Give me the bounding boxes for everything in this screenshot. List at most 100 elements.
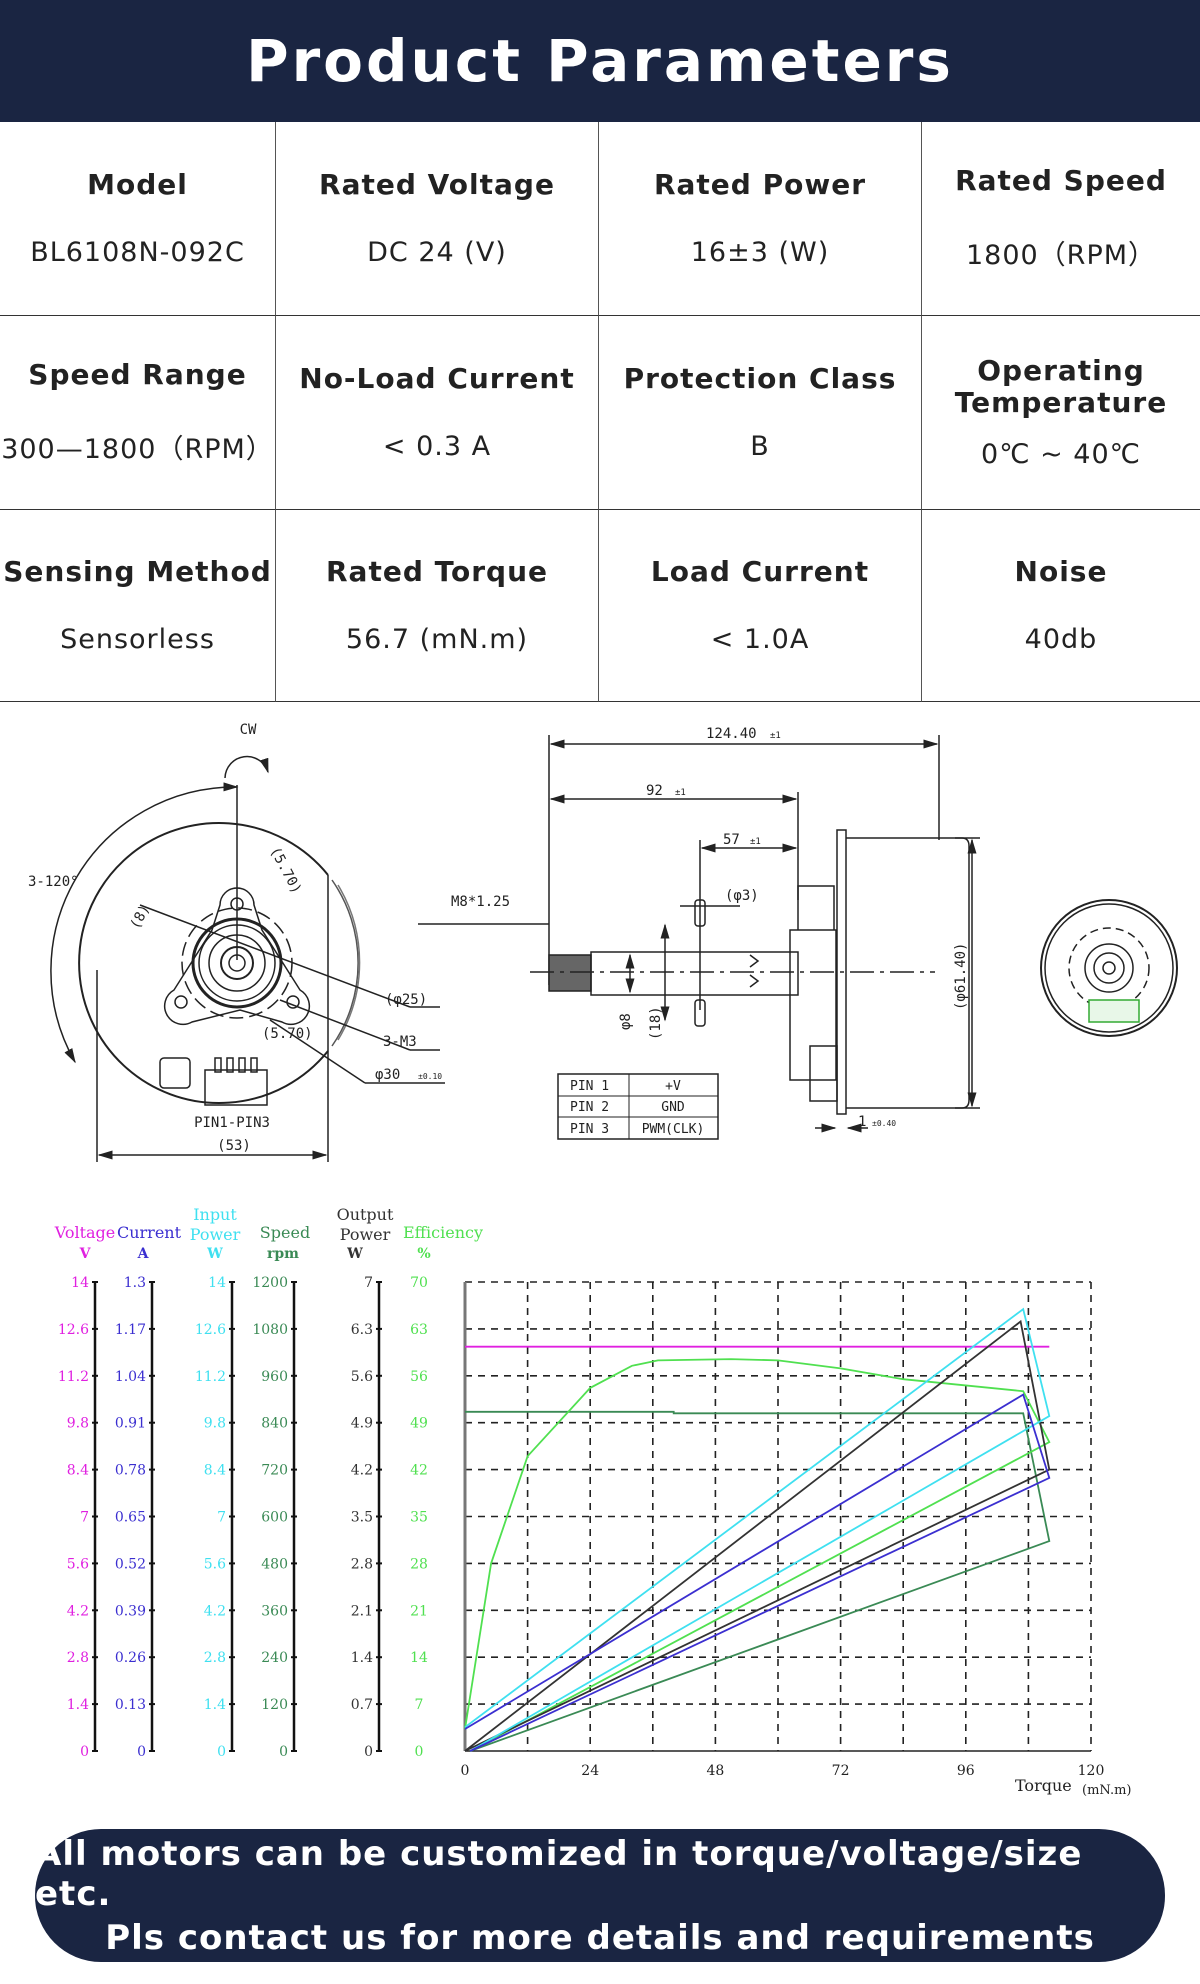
param-label: Model: [87, 167, 188, 201]
y-tick-label: 7: [217, 1510, 226, 1526]
param-label: Speed Range: [28, 357, 247, 391]
param-label: Rated Speed: [955, 163, 1167, 197]
banner-line-2: Pls contact us for more details and requ…: [105, 1917, 1095, 1958]
pin-3-label: PIN 3: [570, 1122, 609, 1137]
param-value: 56.7 (mN.m): [345, 624, 529, 656]
y-tick-label: 56: [410, 1369, 428, 1385]
total-length-tol: ±1: [770, 731, 781, 741]
y-tick-label: 0.52: [115, 1556, 146, 1572]
y-axis-title: Current: [117, 1223, 182, 1242]
param-value: 300—1800（RPM）: [1, 434, 274, 466]
y-tick-label: 1.3: [124, 1275, 146, 1291]
y-tick-label: 14: [208, 1275, 226, 1291]
y-tick-label: 2.8: [351, 1556, 373, 1572]
y-axis-title: Input: [193, 1205, 237, 1224]
pin-2-function: GND: [661, 1100, 685, 1115]
param-label: Rated Voltage: [319, 167, 555, 201]
y-tick-label: 0: [137, 1744, 146, 1760]
param-value: 0℃ ~ 40℃: [981, 439, 1141, 471]
y-tick-label: 42: [410, 1463, 428, 1479]
y-tick-label: 70: [410, 1275, 428, 1291]
y-tick-label: 0: [279, 1744, 288, 1760]
thread-label: M8*1.25: [451, 894, 510, 910]
rotation-label: CW: [240, 722, 257, 738]
y-tick-label: 2.1: [351, 1603, 373, 1619]
y-tick-label: 1.04: [115, 1369, 146, 1385]
param-label: Noise: [1014, 554, 1108, 588]
y-tick-label: 21: [410, 1603, 428, 1619]
plate-thickness-tol: ±0.40: [872, 1119, 896, 1128]
dim-phi61-label: (φ61.40): [953, 943, 969, 1010]
length-92-tol: ±1: [675, 788, 686, 798]
y-tick-label: 0.91: [115, 1416, 146, 1432]
y-tick-label: 0: [364, 1744, 373, 1760]
param-cell: Load Current< 1.0A: [599, 510, 922, 702]
dim-5-70-bottom-label: (5.70): [262, 1026, 313, 1042]
dim-phi8-label: φ8: [618, 1013, 634, 1030]
param-value: < 0.3 A: [382, 431, 492, 463]
x-axis-unit: (mN.m): [1082, 1783, 1131, 1798]
y-tick-label: 11.2: [195, 1369, 226, 1385]
dim-phi30-label: φ30: [375, 1067, 400, 1083]
param-label: Rated Power: [653, 167, 867, 201]
y-tick-label: 840: [261, 1416, 288, 1432]
y-tick-label: 1.4: [204, 1697, 226, 1713]
y-tick-label: 1080: [252, 1322, 288, 1338]
y-tick-label: 9.8: [204, 1416, 226, 1432]
param-cell: Rated Voltage DC 24 (V): [276, 122, 599, 316]
y-tick-label: 0: [415, 1744, 424, 1760]
total-length-label: 124.40: [706, 726, 757, 742]
y-axis-title: Voltage: [54, 1223, 116, 1242]
y-tick-label: 4.2: [67, 1603, 89, 1619]
pin-1-label: PIN 1: [570, 1079, 609, 1094]
y-axis-4: OutputPowerW76.35.64.94.23.52.82.11.40.7…: [337, 1205, 394, 1760]
series-output-power: [464, 1319, 1051, 1752]
y-tick-label: 2.8: [204, 1650, 226, 1666]
param-cell: Speed Range 300—1800（RPM）: [0, 316, 276, 510]
y-tick-label: 720: [261, 1463, 288, 1479]
y-tick-label: 12.6: [195, 1322, 226, 1338]
y-axis-title: Power: [190, 1225, 241, 1244]
y-tick-label: 8.4: [204, 1463, 226, 1479]
y-tick-label: 600: [261, 1510, 288, 1526]
y-tick-label: 5.6: [204, 1556, 226, 1572]
y-axis-2: InputPowerW1412.611.29.88.475.64.22.81.4…: [190, 1205, 241, 1760]
length-57-label: 57: [723, 832, 740, 848]
y-axis-unit: A: [137, 1246, 150, 1262]
length-57-tol: ±1: [750, 837, 761, 847]
customization-banner: All motors can be customized in torque/v…: [35, 1829, 1165, 1962]
pins-label: PIN1-PIN3: [194, 1115, 270, 1131]
y-tick-label: 9.8: [67, 1416, 89, 1432]
x-tick-label: 120: [1078, 1763, 1105, 1779]
m3-label: 3-M3: [383, 1034, 417, 1050]
plate-thickness-label: 1: [858, 1114, 866, 1130]
y-tick-label: 5.6: [351, 1369, 373, 1385]
pin-3-function: PWM(CLK): [642, 1122, 705, 1137]
y-tick-label: 1.4: [67, 1697, 89, 1713]
y-tick-label: 480: [261, 1556, 288, 1572]
series-speed: [465, 1410, 1051, 1752]
dim-18-label: (18): [648, 1006, 664, 1040]
x-axis-label: Torque: [1015, 1776, 1072, 1795]
x-tick-label: 72: [832, 1763, 850, 1779]
x-tick-label: 48: [706, 1763, 724, 1779]
y-tick-label: 240: [261, 1650, 288, 1666]
y-tick-label: 3.5: [351, 1510, 373, 1526]
y-axis-unit: V: [79, 1246, 92, 1262]
param-label: No-Load Current: [299, 361, 575, 395]
y-tick-label: 0.26: [115, 1650, 146, 1666]
y-tick-label: 0.13: [115, 1697, 146, 1713]
dim-5-70-label: (5.70): [266, 844, 304, 896]
param-value: DC 24 (V): [367, 237, 507, 269]
dim-8-label: (8): [127, 902, 153, 932]
y-axis-unit: W: [346, 1246, 363, 1262]
y-axis-title: Output: [337, 1205, 394, 1224]
